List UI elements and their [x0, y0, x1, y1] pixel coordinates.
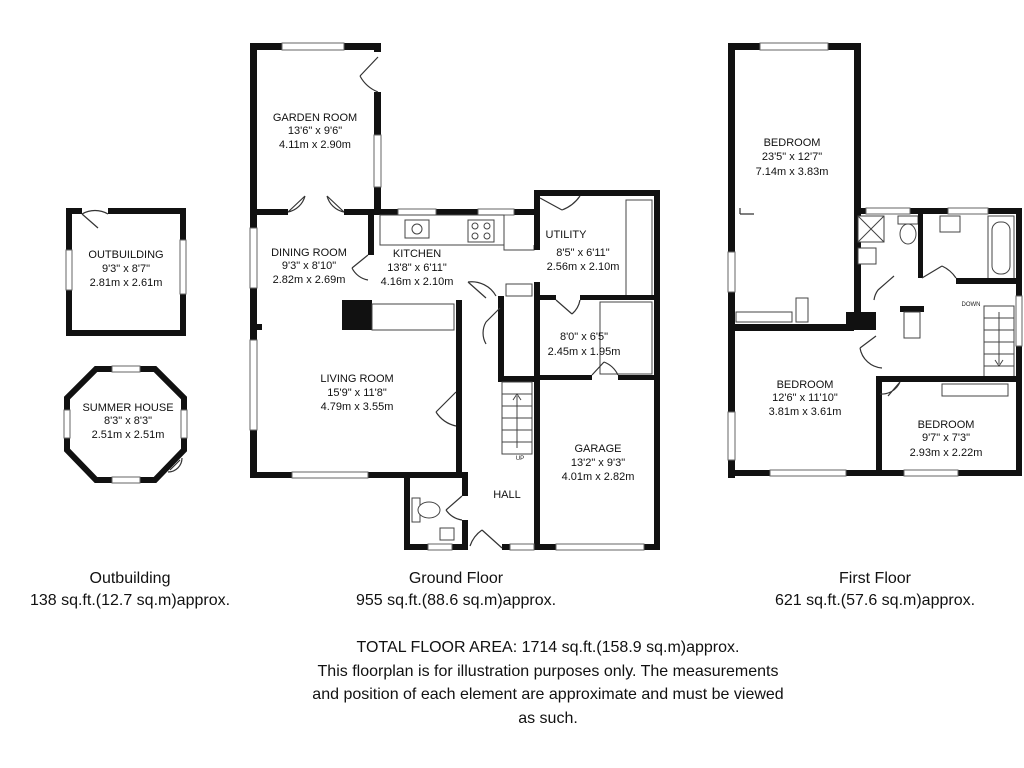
bedroom-2-metric: 3.81m x 3.61m [769, 406, 842, 418]
kitchen-imperial: 13'8" x 6'11" [387, 262, 447, 274]
summer-house-name: SUMMER HOUSE [82, 402, 173, 414]
floorplan-drawing: GARDEN ROOM 13'6" x 9'6" 4.11m x 2.90m D… [63, 42, 1023, 551]
dining-room-imperial: 9'3" x 8'10" [282, 260, 336, 272]
total-floor-area: TOTAL FLOOR AREA: 1714 sq.ft.(158.9 sq.m… [356, 639, 740, 656]
summer-house-door-icon [167, 457, 183, 473]
garden-room-name: GARDEN ROOM [273, 112, 357, 124]
bathroom-basin-icon [939, 215, 961, 233]
outbuilding-caption: Outbuilding 138 sq.ft.(12.7 sq.m)approx. [4, 568, 256, 612]
stairs-up-icon [501, 381, 533, 455]
outbuilding-plan [65, 208, 187, 336]
first-floor-caption-area: 621 sq.ft.(57.6 sq.m)approx. [774, 592, 976, 609]
ground-floor-caption: Ground Floor 955 sq.ft.(88.6 sq.m)approx… [326, 568, 586, 612]
garden-room-metric: 4.11m x 2.90m [279, 139, 351, 151]
bedroom-3-metric: 2.93m x 2.22m [910, 447, 983, 459]
living-room-imperial: 15'9" x 11'8" [327, 387, 387, 399]
disclaimer-line-3: as such. [518, 709, 578, 727]
ensuite-basin-icon [857, 247, 877, 265]
hall-name: HALL [493, 489, 521, 501]
disclaimer-line-2: and position of each element are approxi… [312, 686, 784, 703]
ground-floor-plan [249, 42, 660, 551]
stairs-down-label: DOWN [962, 302, 981, 308]
utility-metric: 2.56m x 2.10m [547, 261, 620, 273]
garage-name: GARAGE [574, 443, 621, 455]
outbuilding-metric: 2.81m x 2.61m [90, 277, 163, 289]
bedroom-2-name: BEDROOM [777, 379, 834, 391]
store-metric: 2.45m x 1.95m [548, 346, 621, 358]
bedroom-3-imperial: 9'7" x 7'3" [922, 432, 970, 444]
outbuilding-name: OUTBUILDING [88, 249, 163, 261]
dining-room-metric: 2.82m x 2.69m [273, 274, 346, 286]
utility-imperial: 8'5" x 6'11" [556, 247, 609, 259]
store-imperial: 8'0" x 6'5" [560, 331, 608, 343]
french-doors-icon [287, 195, 345, 213]
ensuite-toilet-icon [897, 215, 919, 245]
summer-house-imperial: 8'3" x 8'3" [104, 415, 152, 427]
outbuilding-caption-title: Outbuilding [89, 570, 171, 587]
bathtub-icon [987, 215, 1015, 281]
living-room-metric: 4.79m x 3.55m [321, 401, 394, 413]
garden-room-imperial: 13'6" x 9'6" [288, 125, 342, 137]
garage-metric: 4.01m x 2.82m [562, 471, 635, 483]
ground-floor-caption-area: 955 sq.ft.(88.6 sq.m)approx. [355, 592, 557, 609]
shower-icon [857, 215, 885, 243]
dining-room-name: DINING ROOM [271, 247, 347, 259]
hob-icon [467, 219, 495, 243]
kitchen-metric: 4.16m x 2.10m [381, 276, 454, 288]
stairs-down-icon [983, 305, 1015, 379]
outbuilding-imperial: 9'3" x 8'7" [102, 263, 150, 275]
outbuilding-caption-area: 138 sq.ft.(12.7 sq.m)approx. [29, 592, 231, 609]
first-floor-plan [727, 42, 1023, 478]
bedroom-1-metric: 7.14m x 3.83m [756, 166, 829, 178]
garden-door-icon [359, 56, 379, 93]
bedroom-1-imperial: 23'5" x 12'7" [762, 151, 822, 163]
bedroom-3-name: BEDROOM [918, 419, 975, 431]
cloakroom-toilet-icon [411, 497, 441, 523]
bedroom-2-imperial: 12'6" x 11'10" [772, 392, 838, 404]
ground-floor-caption-title: Ground Floor [408, 570, 504, 587]
garage-imperial: 13'2" x 9'3" [571, 457, 625, 469]
utility-name: UTILITY [546, 229, 588, 241]
first-floor-caption: First Floor 621 sq.ft.(57.6 sq.m)approx. [746, 568, 1004, 612]
living-room-name: LIVING ROOM [320, 373, 393, 385]
bedroom-1-name: BEDROOM [764, 137, 821, 149]
summer-house-metric: 2.51m x 2.51m [92, 429, 165, 441]
room-labels: GARDEN ROOM 13'6" x 9'6" 4.11m x 2.90m D… [82, 112, 982, 501]
disclaimer-line-1: This floorplan is for illustration purpo… [317, 662, 779, 680]
summer-house-plan [63, 365, 188, 484]
first-floor-caption-title: First Floor [839, 570, 911, 587]
outbuilding-door-icon [81, 209, 109, 229]
stairs-up-label: UP [516, 456, 524, 462]
floorplan-footer: TOTAL FLOOR AREA: 1714 sq.ft.(158.9 sq.m… [0, 636, 1024, 730]
cloakroom-basin-icon [439, 527, 455, 541]
kitchen-name: KITCHEN [393, 248, 441, 260]
